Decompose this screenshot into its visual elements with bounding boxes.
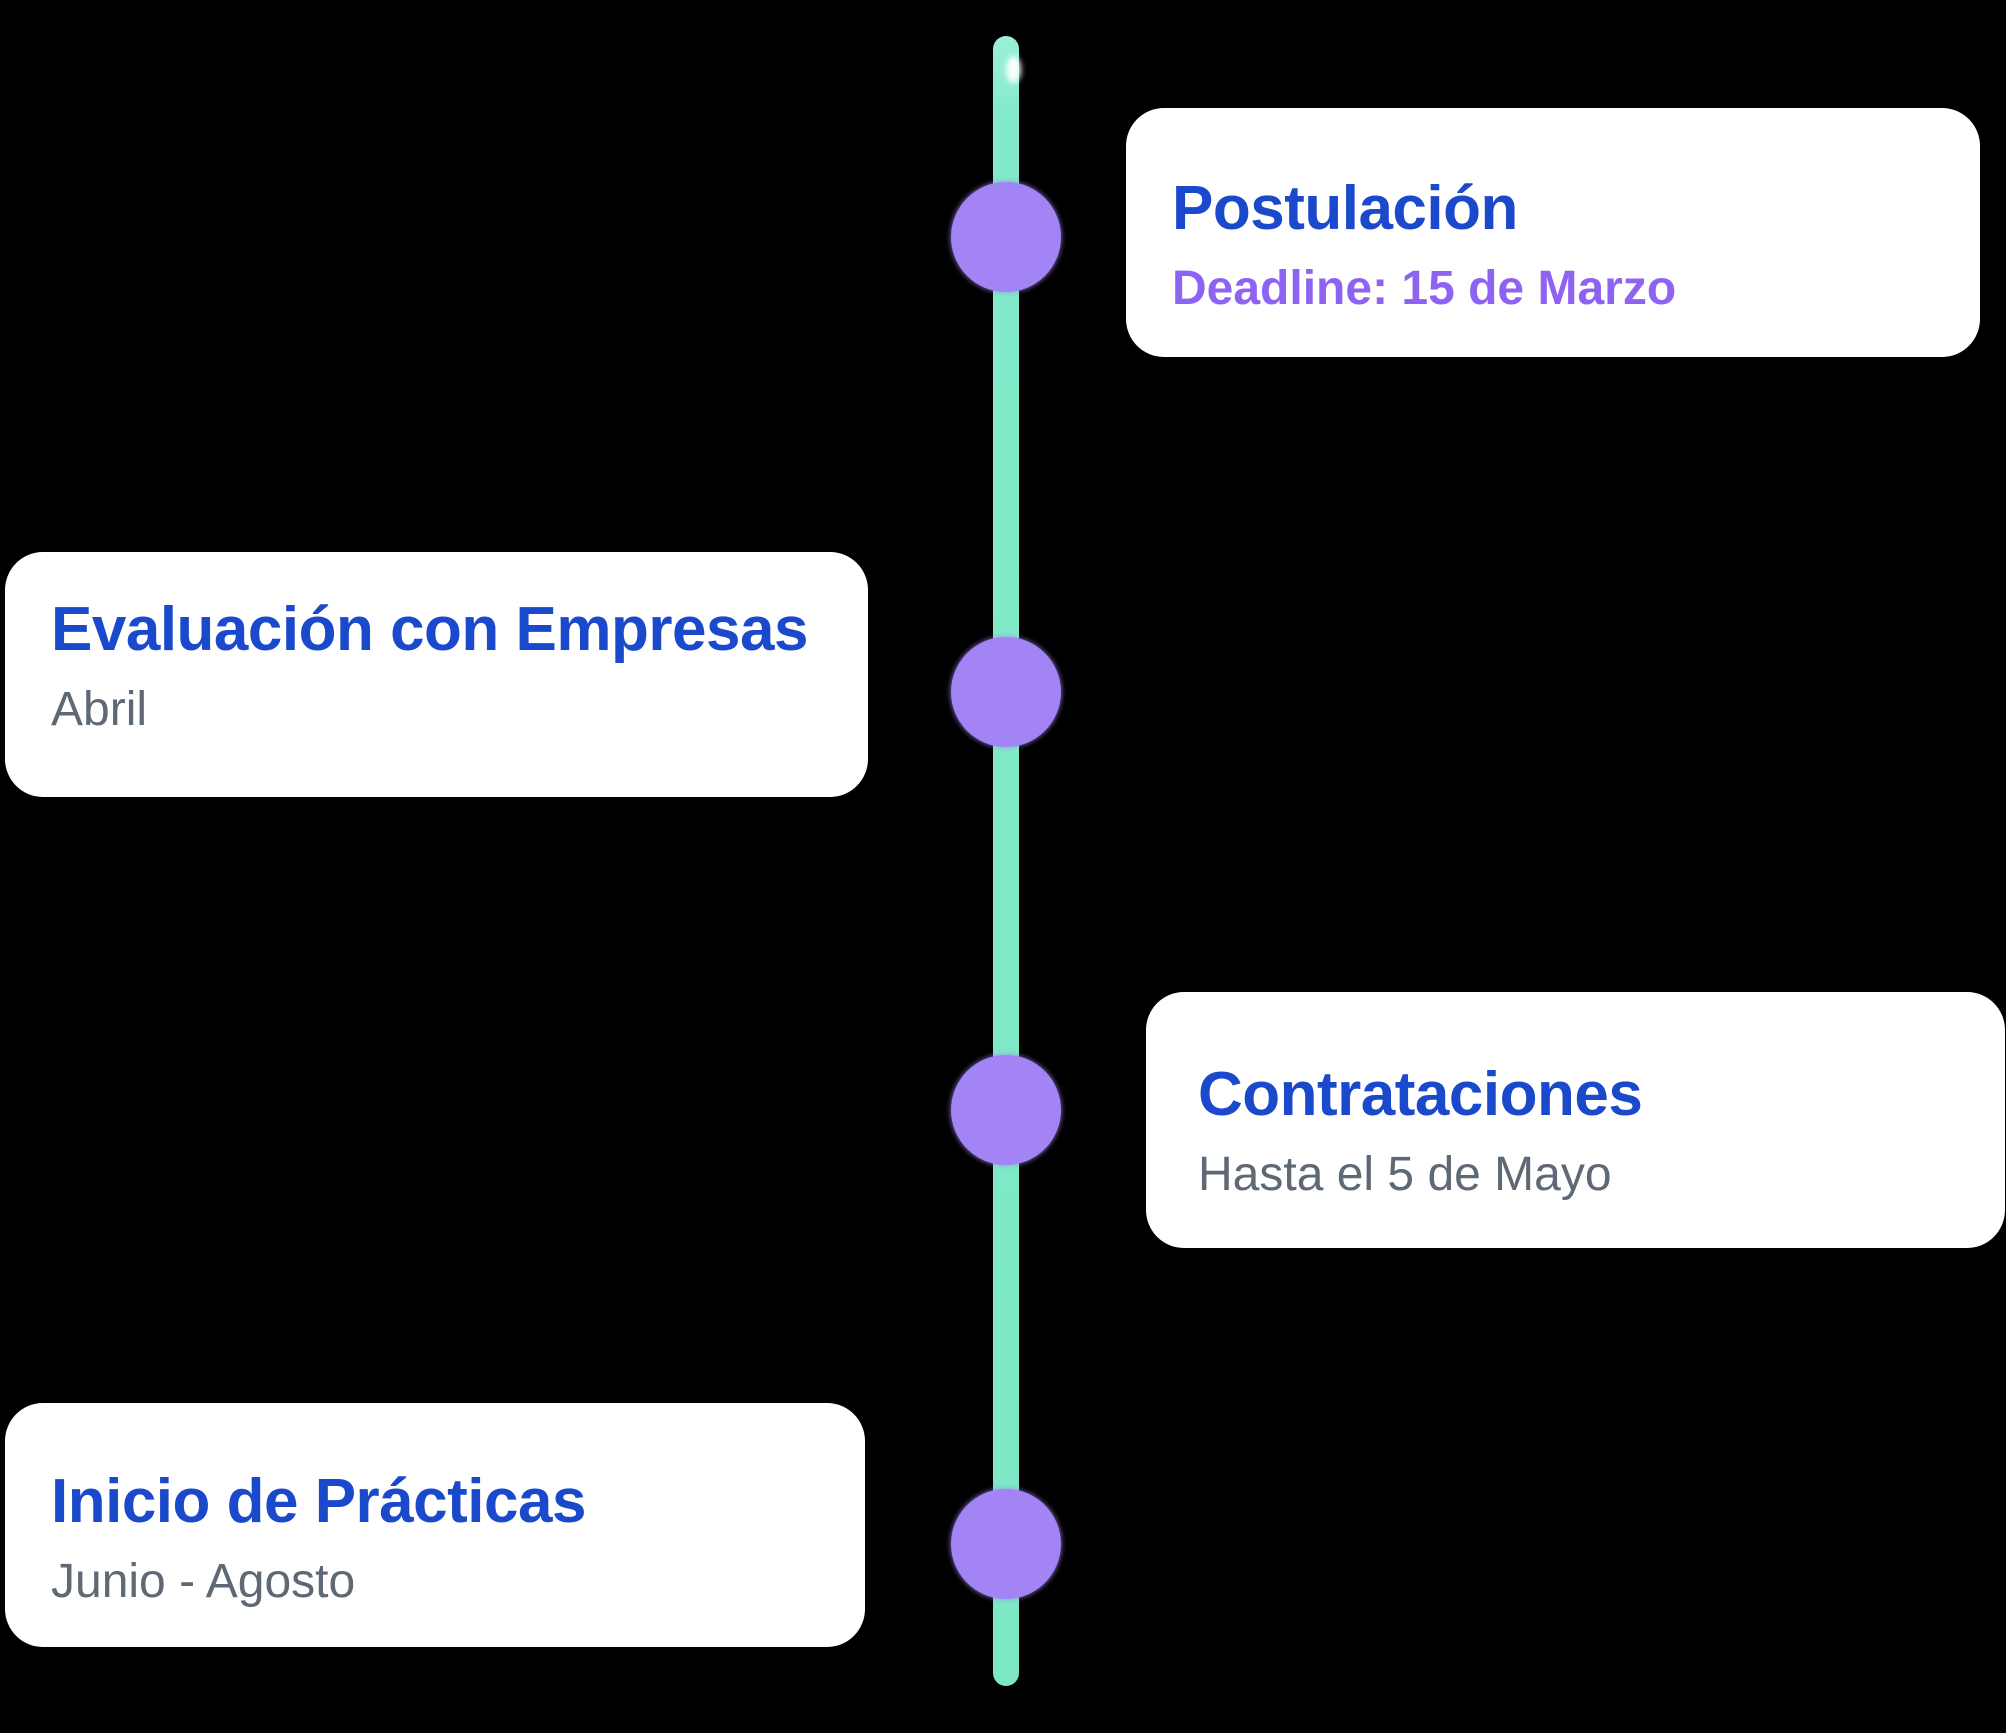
timeline-node-postulacion (951, 182, 1061, 292)
card-title-inicio-practicas: Inicio de Prácticas (51, 1466, 586, 1536)
card-title-postulacion: Postulación (1172, 174, 1518, 243)
timeline-line (993, 36, 1021, 1686)
line-top-highlight (1006, 56, 1021, 83)
timeline-card-contrataciones: Contrataciones Hasta el 5 de Mayo (1146, 992, 2005, 1248)
timeline-card-inicio-practicas: Inicio de Prácticas Junio - Agosto (5, 1403, 865, 1647)
timeline-card-evaluacion: Evaluación con Empresas Abril (5, 552, 868, 797)
card-subtitle-contrataciones: Hasta el 5 de Mayo (1198, 1147, 1612, 1201)
timeline-node-inicio-practicas (951, 1489, 1061, 1599)
timeline-card-postulacion: Postulación Deadline: 15 de Marzo (1126, 108, 1980, 357)
card-subtitle-postulacion: Deadline: 15 de Marzo (1172, 262, 1677, 315)
card-subtitle-inicio-practicas: Junio - Agosto (51, 1554, 356, 1608)
card-subtitle-evaluacion: Abril (51, 683, 148, 736)
timeline-node-contrataciones (951, 1055, 1061, 1165)
card-title-evaluacion: Evaluación con Empresas (51, 595, 808, 664)
card-title-contrataciones: Contrataciones (1198, 1059, 1643, 1129)
timeline-node-evaluacion (951, 637, 1061, 747)
